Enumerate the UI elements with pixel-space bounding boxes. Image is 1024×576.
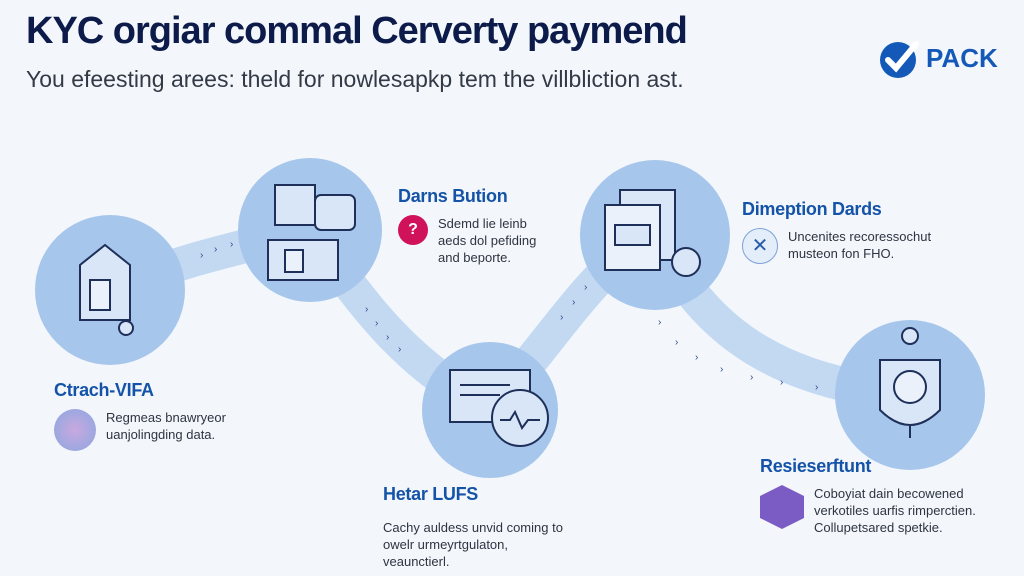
svg-text:›: › xyxy=(572,297,575,308)
step-circle-4 xyxy=(580,160,730,310)
step-text-line: Uncenites recoressochut xyxy=(788,229,932,244)
step-text-line: owelr urmeyrtgulaton, xyxy=(383,537,508,552)
documents-gear-icon xyxy=(604,189,701,277)
step-text-line: and beporte. xyxy=(438,250,512,265)
svg-text:›: › xyxy=(398,344,401,355)
step-title: Resieserftunt xyxy=(760,456,872,476)
data-icon xyxy=(54,409,96,451)
document-house-icon xyxy=(79,243,134,336)
page-title: KYC orgiar commal Cerverty paymend xyxy=(26,10,688,52)
step-text-line: Collupetsared spetkie. xyxy=(814,520,943,535)
step-text-line: Sdemd lie leinb xyxy=(438,216,527,231)
tools-icon: ✕ xyxy=(742,228,778,264)
svg-text:›: › xyxy=(658,317,661,328)
logo: PACK xyxy=(878,36,998,80)
step-card-2: Darns Bution ? Sdemd lie leinb aeds dol p… xyxy=(398,186,536,266)
svg-text:›: › xyxy=(815,382,818,393)
step-card-5: Resieserftunt Coboyiat dain becowened ver… xyxy=(760,456,976,536)
svg-text:›: › xyxy=(584,282,587,293)
step-title: Hetar LUFS xyxy=(383,484,479,504)
step-card-4: Dimeption Dards ✕ Uncenites recoressochu… xyxy=(742,199,931,264)
step-circle-3 xyxy=(422,342,558,478)
svg-text:›: › xyxy=(720,364,723,375)
svg-text:›: › xyxy=(675,337,678,348)
step-text-line: Cachy auldess unvid coming to xyxy=(383,520,563,535)
step-text-line: Regmeas bnawryeor xyxy=(106,410,226,425)
laptop-icon xyxy=(449,369,549,447)
svg-text:›: › xyxy=(214,244,217,255)
svg-text:›: › xyxy=(365,304,368,315)
path-arrows: › › › › › › › › › › › › › › › › › xyxy=(200,239,818,393)
svg-text:›: › xyxy=(200,250,203,261)
question-icon: ? xyxy=(398,215,428,245)
step-title: Darns Bution xyxy=(398,186,508,206)
step-text-line: verkotiles uarfis rimperctien. xyxy=(814,503,976,518)
step-text-line: Coboyiat dain becowened xyxy=(814,486,964,501)
svg-text:›: › xyxy=(695,352,698,363)
step-text-line: uanjolingding data. xyxy=(106,427,216,442)
svg-text:›: › xyxy=(780,377,783,388)
step-circle-1 xyxy=(35,215,185,365)
machine-icon xyxy=(267,184,356,281)
step-title: Dimeption Dards xyxy=(742,199,882,219)
svg-text:›: › xyxy=(375,318,378,329)
step-text-line: aeds dol pefiding xyxy=(438,233,537,248)
step-text-line: musteon fon FHO. xyxy=(788,246,895,261)
step-title: Ctrach-VIFA xyxy=(54,380,154,400)
page-subtitle: You efeesting arees: theld for nowlesapk… xyxy=(26,66,684,92)
svg-text:›: › xyxy=(386,332,389,343)
hexagon-icon xyxy=(760,485,804,529)
step-circle-2 xyxy=(238,158,382,302)
shield-device-icon xyxy=(879,327,941,438)
logo-text: PACK xyxy=(926,42,998,73)
svg-text:›: › xyxy=(560,312,563,323)
step-text-line: veaunctierl. xyxy=(383,554,450,569)
svg-text:›: › xyxy=(230,239,233,250)
check-circle-icon xyxy=(880,41,919,78)
step-card-3: Hetar LUFS Cachy auldess unvid coming to… xyxy=(383,484,563,570)
step-circle-5 xyxy=(835,320,985,470)
svg-text:›: › xyxy=(750,372,753,383)
step-card-1: Ctrach-VIFA Regmeas bnawryeor uanjolingdi… xyxy=(54,380,226,451)
